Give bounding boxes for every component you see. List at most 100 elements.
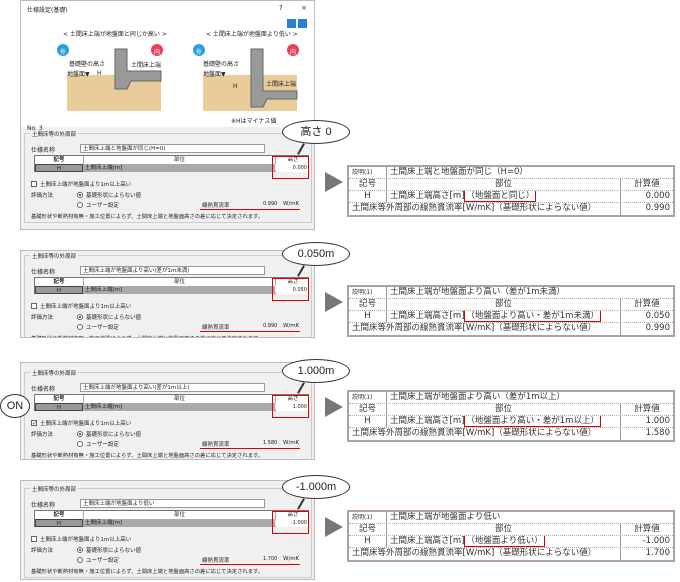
ground-1m-checkbox[interactable] <box>31 303 37 309</box>
height-highlight-box <box>272 511 309 534</box>
col-symbol-header: 記号 <box>35 511 83 519</box>
result-h-note: （地盤面より低い） <box>464 536 545 547</box>
result-h-part: 土間床上端高さ[m]（地盤面より高い・差が1m以上） <box>387 416 621 427</box>
row-symbol[interactable]: H <box>35 403 83 411</box>
coef-value: 0.990 <box>263 323 278 329</box>
result-title: 土間床上端が地盤面より高い（差が1m未満） <box>390 287 566 297</box>
settings-dialog: 仕様設定(基礎) ? × < 土間床上端が地盤面と同じか高い > < 土間床上端… <box>20 0 315 230</box>
col-part-header: 部位 <box>83 395 275 403</box>
result-coef-value: 0.990 <box>645 323 670 333</box>
result-header-row: 記号部位計算値 <box>349 299 673 311</box>
result-h-symbol: H <box>349 311 387 322</box>
result-title: 土間床上端が地盤面より高い（差が1m以上） <box>390 392 566 402</box>
spec-name-label: 仕様名称 <box>31 269 56 276</box>
on-callout-bubble: ON <box>0 394 30 418</box>
col-height-header: 高さ <box>275 278 310 286</box>
result-arrow-icon <box>325 292 343 312</box>
row-symbol[interactable]: H <box>35 519 83 527</box>
ground-1m-checkbox[interactable] <box>31 536 37 542</box>
radio-foundation-independent[interactable] <box>77 547 83 553</box>
result-header-row: 記号部位計算値 <box>349 404 673 416</box>
row-part: 土間床上端[m] <box>83 519 275 527</box>
result-coef-label: 土間床等外周部の線熱貫流率[W/mK]（基礎形状によらない値） <box>349 323 621 335</box>
radio-user-setting-label: ユーザー設定 <box>86 203 119 209</box>
coef-underline <box>200 331 300 332</box>
radio-foundation-independent[interactable] <box>77 192 83 198</box>
height-input[interactable]: 1.000 <box>276 403 309 411</box>
spec-group: 土間床等の外周部仕様名称 土間床上端が地盤面より高い(差が1m未満) 記号部位高さ H… <box>24 252 312 337</box>
radio-user-setting-label: ユーザー設定 <box>86 558 119 564</box>
minus-note: ※Hはマイナス値 <box>231 118 277 125</box>
ground-1m-checkbox[interactable] <box>31 181 37 187</box>
inside-icon-2: 内 <box>290 49 297 56</box>
result-col-value: 計算値 <box>634 179 660 189</box>
coef-unit: W/mK <box>283 323 300 329</box>
spec-name-input[interactable]: 土間床上端と地盤面が同じ(H=0) <box>80 144 265 153</box>
down-arrow-icon[interactable] <box>298 19 307 28</box>
result-coef-row: 土間床等外周部の線熱貫流率[W/mK]（基礎形状によらない値）1.580 <box>349 428 673 440</box>
col-height-header: 高さ <box>275 511 310 519</box>
coef-unit: W/mK <box>283 556 300 562</box>
result-h-part: 土間床上端高さ[m]（地盤面より低い） <box>387 536 621 547</box>
result-col-symbol: 記号 <box>349 524 387 535</box>
radio-foundation-independent[interactable] <box>77 431 83 437</box>
coef-label: 線熱貫流率 <box>202 558 230 564</box>
spec-name-input[interactable]: 土間床上端が地盤面より高い(差が1m未満) <box>80 266 265 275</box>
result-col-part: 部位 <box>387 179 621 190</box>
row-part: 土間床上端[m] <box>83 286 275 294</box>
ground-1m-checkbox[interactable]: ✓ <box>31 420 38 427</box>
radio-user-setting[interactable] <box>77 557 83 563</box>
radio-foundation-independent-label: 基礎形状によらない値 <box>86 315 142 321</box>
result-col-symbol: 記号 <box>349 179 387 190</box>
col-symbol-header: 記号 <box>35 278 83 286</box>
result-h-part-prefix: 土間床上端高さ[m] <box>390 416 465 426</box>
row-symbol[interactable]: H <box>35 286 83 294</box>
callout-bubble: 1.000m <box>282 359 350 383</box>
result-h-symbol: H <box>349 416 387 427</box>
result-h-part-prefix: 土間床上端高さ[m] <box>390 191 465 201</box>
col-part-header: 部位 <box>83 278 275 286</box>
spec-name-input[interactable]: 土間床上端が地盤面より低い <box>80 499 265 508</box>
height-input[interactable]: 0.050 <box>276 286 309 294</box>
up-arrow-icon[interactable] <box>287 19 296 28</box>
coef-label: 線熱貫流率 <box>202 325 230 331</box>
result-header-row: 記号部位 計算値 <box>349 179 673 191</box>
inside-icon: 内 <box>154 49 161 56</box>
radio-user-setting[interactable] <box>77 441 83 447</box>
radio-user-setting[interactable] <box>77 324 83 330</box>
callout-bubble: 0.050m <box>282 242 350 266</box>
close-button[interactable]: × <box>301 4 307 12</box>
radio-foundation-independent-label: 基礎形状によらない値 <box>86 432 142 438</box>
group-title: 土間床等の外周部 <box>30 252 79 260</box>
result-arrow-icon <box>325 172 343 192</box>
spec-name-input[interactable]: 土間床上端が地盤面より高い(差が1m以上) <box>80 383 265 392</box>
help-button[interactable]: ? <box>279 4 283 12</box>
radio-foundation-independent[interactable] <box>77 314 83 320</box>
coef-label: 線熱貫流率 <box>202 203 230 209</box>
outside-icon-2: 外 <box>196 49 203 56</box>
result-col-value: 計算値 <box>634 524 660 534</box>
row-symbol[interactable]: H <box>35 164 83 172</box>
radio-user-setting[interactable] <box>77 202 83 208</box>
height-input[interactable]: -1.000 <box>276 519 309 527</box>
result-coef-value: 1.580 <box>645 428 670 438</box>
height-input[interactable]: 0.000 <box>276 164 309 172</box>
result-h-note: （地盤面より高い・差が1m未満） <box>464 311 601 322</box>
floor-top-label: 土間床上端 <box>131 62 162 69</box>
row-part: 土間床上端[m] <box>83 164 275 172</box>
wall-height-label-2: 基礎壁の高さ <box>203 61 240 68</box>
result-header-row: 記号部位計算値 <box>349 524 673 536</box>
coef-underline <box>200 448 300 449</box>
result-coef-label: 土間床等外周部の線熱貫流率[W/mK]（基礎形状によらない値） <box>349 548 621 560</box>
result-h-part-prefix: 土間床上端高さ[m] <box>390 536 465 546</box>
result-title: 土間床上端が地盤面より低い <box>390 512 501 522</box>
